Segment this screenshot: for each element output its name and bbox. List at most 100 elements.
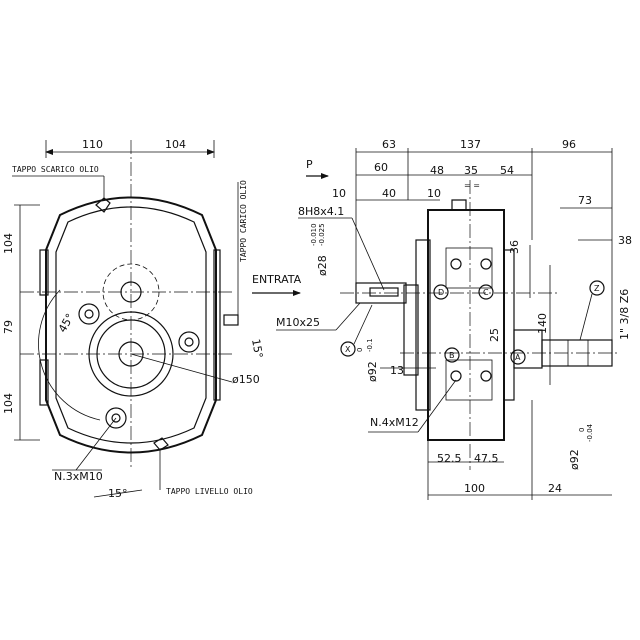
- marker-x-circle: [340, 341, 356, 357]
- marker-b-circle: [444, 347, 460, 363]
- bolt-hole-bottom: [105, 407, 127, 429]
- label-dia28-tol-bottom: -0.025: [318, 223, 326, 246]
- housing-inner-outline: [55, 206, 207, 444]
- input-shaft: [120, 281, 142, 303]
- dim-40: 40: [382, 187, 396, 200]
- dim-110: 110: [82, 138, 103, 151]
- left-flange-bottom: [39, 359, 49, 406]
- bolt-circle-arc: [38, 289, 101, 421]
- label-dia92-left: ø92: [366, 361, 379, 382]
- dim-10a: 10: [332, 187, 346, 200]
- bolt-hole-bottom-inner: [111, 413, 121, 423]
- label-tappo-scarico: TAPPO SCARICO OLIO: [12, 165, 99, 174]
- label-dia28: ø28: [316, 255, 329, 276]
- marker-c: C: [483, 288, 489, 297]
- output-hub: [513, 329, 543, 369]
- label-dia28-tol-top: -0.010: [310, 223, 318, 246]
- housing-body: [427, 209, 505, 441]
- x-leader: [353, 304, 373, 345]
- label-dia92-right-tol-top: 0: [578, 428, 586, 432]
- left-view: 110 104 104 79 104 45° 15° ø150 15° TAPP…: [2, 138, 265, 500]
- label-entrata: ENTRATA: [252, 273, 302, 286]
- label-z6: 1" 3/8 Z6: [618, 289, 631, 340]
- bolt-hole: [450, 258, 462, 270]
- output-bore-outer: [88, 311, 174, 397]
- dim-140: 140: [536, 313, 549, 334]
- fill-plug-icon: [223, 314, 239, 326]
- dim-25: 25: [488, 328, 501, 342]
- label-dia92-left-tol-top: 0: [356, 348, 364, 352]
- dim-104-left-top: 104: [2, 233, 15, 254]
- bolt-hole-upper-left: [78, 303, 100, 325]
- dim-dia-150: ø150: [232, 373, 260, 386]
- marker-c-circle: [478, 284, 494, 300]
- angle-line: [93, 489, 143, 498]
- z-leader: [579, 293, 593, 341]
- dim-63: 63: [382, 138, 396, 151]
- label-tappo-carico: TAPPO CARICO OLIO: [239, 180, 248, 262]
- bolt-hole: [480, 370, 492, 382]
- dim-73: 73: [578, 194, 592, 207]
- left-flange-top: [39, 249, 49, 296]
- dim-10b: 10: [427, 187, 441, 200]
- entrata-arrow: ENTRATA: [252, 273, 302, 296]
- dim-104-left-bottom: 104: [2, 393, 15, 414]
- dim-45-deg: 45°: [56, 311, 77, 334]
- dim-96: 96: [562, 138, 576, 151]
- label-key: 8H8x4.1: [298, 205, 344, 218]
- dim-60: 60: [374, 161, 388, 174]
- dim-38: 38: [618, 234, 632, 247]
- bolt-hole: [480, 258, 492, 270]
- label-dia92-left-tol-bottom: -0.1: [366, 338, 374, 352]
- marker-z: Z: [594, 284, 600, 293]
- bolt-hole-right: [178, 331, 200, 353]
- dim-54: 54: [500, 164, 514, 177]
- label-n3m10: N.3xM10: [54, 470, 103, 483]
- dim-100: 100: [464, 482, 485, 495]
- keyway: [369, 287, 399, 297]
- marker-z-circle: [589, 280, 605, 296]
- dim-137: 137: [460, 138, 481, 151]
- drain-plug-icon: [95, 197, 111, 213]
- input-shaft-hidden: [102, 263, 160, 321]
- level-plug-icon: [153, 437, 169, 451]
- dim-36: 36: [508, 240, 521, 254]
- n4-leader: [417, 379, 457, 433]
- label-tappo-livello: TAPPO LIVELLO OLIO: [166, 487, 253, 496]
- dim-15-right: 15°: [249, 338, 265, 359]
- housing-outline: [45, 196, 217, 454]
- n3m10-leader: [75, 417, 117, 471]
- flange-boss: [403, 284, 419, 376]
- right-flange: [213, 249, 221, 401]
- marker-x: X: [345, 345, 351, 354]
- label-dia92-right: ø92: [568, 449, 581, 470]
- dim-35: 35: [464, 164, 478, 177]
- bolt-hole: [450, 370, 462, 382]
- marker-d: D: [438, 288, 444, 297]
- bolt-hole-upper-left-inner: [84, 309, 94, 319]
- label-p: P: [306, 158, 313, 171]
- equal-marks: = =: [464, 181, 480, 190]
- label-m10x25: M10x25: [276, 316, 320, 329]
- dim-47-5: 47.5: [474, 452, 499, 465]
- right-view: 63 137 96 60 48 35 54 = = 10 40 10 73 38…: [276, 138, 632, 500]
- dia-150-leader: [130, 353, 233, 383]
- marker-a-circle: [510, 349, 526, 365]
- inner-window-top: [445, 247, 493, 289]
- bolt-hole-right-inner: [184, 337, 194, 347]
- dim-13: 13: [390, 364, 404, 377]
- marker-b: B: [449, 351, 455, 360]
- dim-79: 79: [2, 320, 15, 334]
- m10-leader: [335, 302, 361, 331]
- dim-24: 24: [548, 482, 562, 495]
- label-dia92-right-tol-bottom: -0.04: [586, 423, 594, 442]
- top-plug-icon: [451, 199, 467, 210]
- dim-52-5: 52.5: [437, 452, 462, 465]
- marker-a: A: [515, 353, 521, 362]
- output-bore-inner: [118, 341, 144, 367]
- label-n4m12: N.4xM12: [370, 416, 419, 429]
- marker-d-circle: [433, 284, 449, 300]
- dim-48: 48: [430, 164, 444, 177]
